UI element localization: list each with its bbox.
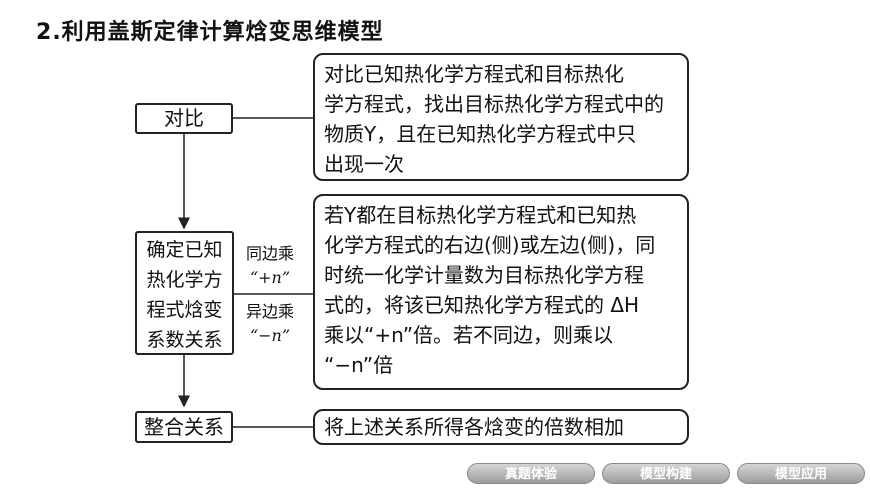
description-compare: 对比已知热化学方程式和目标热化 学方程式，找出目标热化学方程式中的 物质Y，且在…: [313, 53, 689, 181]
step-combine-label: 整合关系: [144, 415, 224, 439]
step-determine-box: 确定已知 热化学方 程式焓变 系数关系: [135, 231, 234, 355]
same-side-line-1: 同边乘: [245, 244, 294, 263]
step-compare-box: 对比: [135, 103, 233, 134]
same-side-line-2: “+n”: [249, 268, 291, 287]
opposite-side-line-1: 异边乘: [245, 302, 294, 321]
step-determine-line-1: 确定已知: [146, 239, 223, 261]
page-title: 2.利用盖斯定律计算焓变思维模型: [36, 14, 384, 46]
nav-button-real-exam[interactable]: 真题体验: [467, 463, 595, 484]
description-combine: 将上述关系所得各焓变的倍数相加: [313, 409, 689, 445]
title-number: 2: [36, 20, 53, 45]
step-compare-label: 对比: [164, 106, 204, 130]
step-determine-line-3: 程式焓变: [146, 299, 223, 321]
description-determine: 若Y都在目标热化学方程式和已知热 化学方程式的右边(侧)或左边(侧)，同 时统一…: [313, 194, 689, 390]
nav-button-model-build[interactable]: 模型构建: [602, 463, 730, 484]
step-combine-box: 整合关系: [135, 411, 233, 443]
title-text: .利用盖斯定律计算焓变思维模型: [52, 20, 384, 45]
opposite-side-line-2: “−n”: [249, 326, 291, 345]
nav-button-model-apply[interactable]: 模型应用: [737, 463, 865, 484]
step-determine-line-4: 系数关系: [146, 329, 223, 351]
branch-label-opposite-side: 异边乘 “−n”: [238, 300, 302, 348]
branch-label-same-side: 同边乘 “+n”: [238, 242, 302, 290]
step-determine-line-2: 热化学方: [146, 269, 223, 291]
